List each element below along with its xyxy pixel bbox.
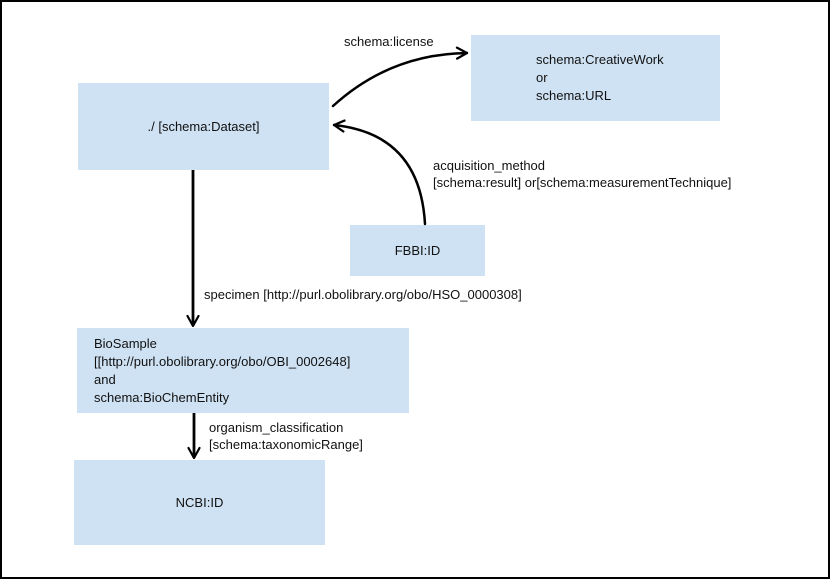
edge-label-license: schema:license	[344, 33, 434, 50]
node-biosample-line: and	[94, 371, 116, 387]
node-dataset-label: ./ [schema:Dataset]	[147, 118, 260, 134]
edge-label-acquisition-line: acquisition_method	[433, 158, 546, 173]
edge-label-acquisition-line: [schema:result] or[schema:measurementTec…	[433, 175, 732, 190]
edge-label-license-text: schema:license	[344, 34, 434, 49]
node-creativework: schema:CreativeWork or schema:URL	[471, 35, 720, 121]
node-creativework-line: or	[536, 70, 548, 85]
node-ncbi: NCBI:ID	[74, 460, 325, 545]
node-creativework-line: schema:URL	[536, 88, 612, 103]
license-arrow	[331, 53, 469, 108]
edge-label-acquisition-method: acquisition_method [schema:result] or[sc…	[433, 157, 731, 191]
node-fbbi-label: FBBI:ID	[394, 242, 441, 258]
node-biosample-line: schema:BioChemEntity	[94, 389, 230, 405]
edge-label-organism-line: [schema:taxonomicRange]	[209, 437, 363, 452]
node-fbbi: FBBI:ID	[350, 225, 485, 276]
node-dataset: ./ [schema:Dataset]	[78, 83, 329, 170]
edge-label-specimen-text: specimen [http://purl.obolibrary.org/obo…	[204, 287, 522, 302]
acquisition-method-arrow	[332, 125, 427, 226]
edge-label-organism-classification: organism_classification [schema:taxonomi…	[209, 419, 363, 453]
edge-label-specimen: specimen [http://purl.obolibrary.org/obo…	[204, 286, 522, 303]
node-biosample: BioSample [[http://purl.obolibrary.org/o…	[77, 328, 409, 413]
edge-label-organism-line: organism_classification	[209, 420, 344, 435]
node-biosample-line: BioSample [[http://purl.obolibrary.org/o…	[94, 335, 351, 369]
node-ncbi-label: NCBI:ID	[175, 494, 224, 510]
node-creativework-line: schema:CreativeWork	[536, 52, 664, 67]
